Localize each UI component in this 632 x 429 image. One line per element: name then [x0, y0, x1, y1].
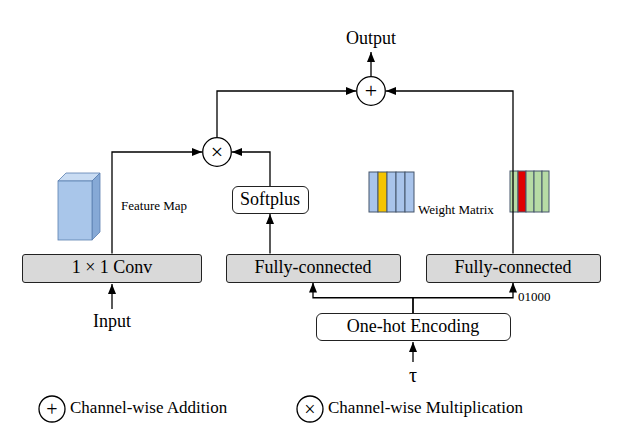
connector-arrow [313, 283, 413, 314]
connector-arrow [413, 283, 513, 314]
conv-box: 1 × 1 Conv [22, 254, 202, 283]
feature-map-cube [58, 173, 100, 240]
feature-map-label: Feature Map [121, 199, 187, 213]
weight-matrix-label: Weight Matrix [418, 203, 494, 217]
tau-arrow [412, 342, 413, 362]
output-label: Output [346, 29, 396, 49]
one-hot-code: 01000 [518, 290, 551, 304]
fc-box: Fully-connected [426, 254, 601, 283]
node-text: 1 × 1 Conv [72, 258, 153, 278]
addition-circle: + [356, 76, 386, 106]
weight-matrix-green [510, 171, 549, 212]
legend-add-symbol [39, 396, 65, 422]
node-text: One-hot Encoding [347, 317, 479, 337]
legend-symbol: × [304, 399, 315, 419]
legend-text: Channel-wise Addition [70, 399, 227, 418]
node-text: Fully-connected [255, 258, 372, 278]
connector-arrow [112, 152, 202, 254]
weight-matrix-blue [369, 172, 414, 212]
legend-text: Channel-wise Multiplication [328, 399, 523, 418]
input-label: Input [93, 312, 131, 332]
tau-label: τ [409, 364, 417, 386]
connector-arrow [217, 91, 356, 137]
node-text: Softplus [240, 190, 300, 210]
node-text: + [365, 80, 377, 102]
fc-box: Fully-connected [226, 254, 401, 283]
legend-symbol: + [46, 399, 57, 419]
input-arrow [111, 284, 112, 309]
connector-arrow [269, 214, 270, 254]
node-text: × [211, 141, 223, 163]
encoding-box: One-hot Encoding [316, 313, 511, 341]
connector-arrow [386, 91, 513, 254]
output-arrow [370, 52, 371, 76]
connector-arrow [232, 152, 270, 186]
softplus-box: Softplus [232, 186, 309, 214]
legend-mult-symbol [297, 396, 323, 422]
node-text: Fully-connected [455, 258, 572, 278]
multiplication-circle: × [202, 137, 232, 167]
